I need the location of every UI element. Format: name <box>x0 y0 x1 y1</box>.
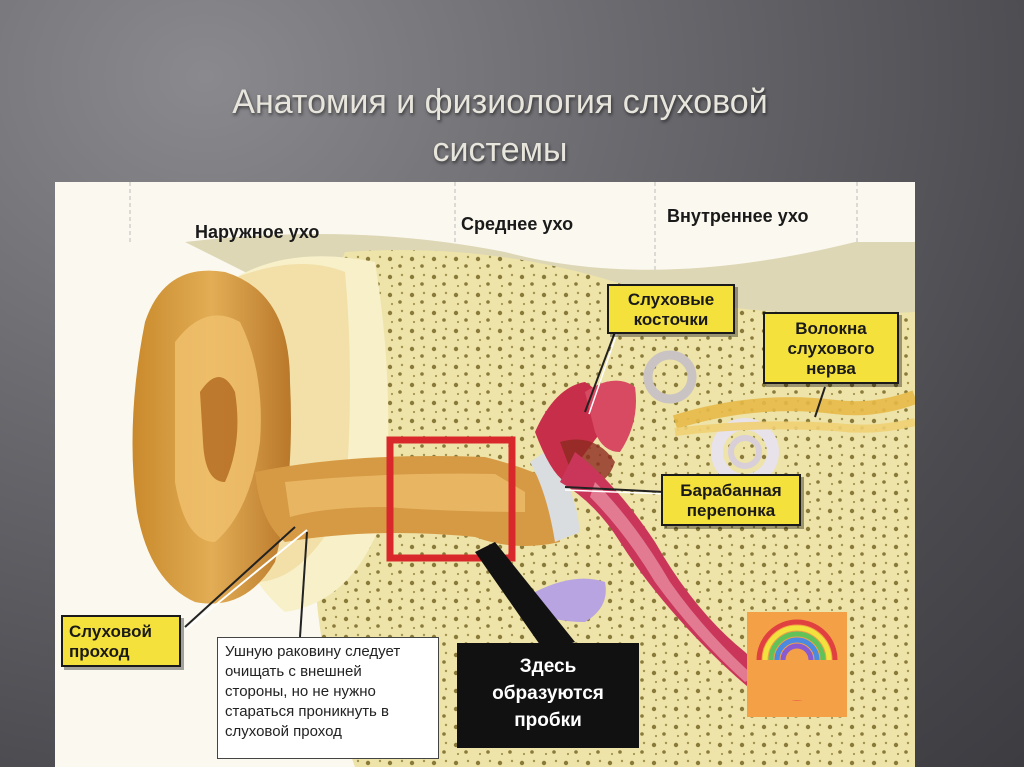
note-line3: стороны, но не нужно <box>225 683 376 700</box>
callout-line3: пробки <box>514 710 582 731</box>
ear-anatomy-figure: Наружное ухо Среднее ухо Внутреннее ухо … <box>55 182 915 767</box>
highlight-box <box>386 436 516 562</box>
note-line2: очищать с внешней <box>225 663 362 680</box>
ossicles-label: Слуховые косточки <box>607 284 735 334</box>
eardrum-label-line1: Барабанная <box>680 481 782 500</box>
ossicles-label-line2: косточки <box>633 310 709 329</box>
ear-canal-label: Слуховой проход <box>61 615 181 667</box>
slide-title: Анатомия и физиология слуховой системы <box>160 78 840 174</box>
inner-ear-heading: Внутреннее ухо <box>667 206 809 226</box>
slide-title-line2: системы <box>432 131 568 169</box>
eardrum-label: Барабанная перепонка <box>661 474 801 526</box>
nerve-label-line2: слухового <box>787 339 875 358</box>
outer-ear-heading: Наружное ухо <box>195 222 320 242</box>
middle-ear-heading: Среднее ухо <box>461 214 574 234</box>
slide-title-line1: Анатомия и физиология слуховой <box>232 83 768 121</box>
callout-line2: образуются <box>492 683 604 704</box>
nerve-fibres-label: Волокна слухового нерва <box>763 312 899 384</box>
nerve-label-line1: Волокна <box>795 319 867 338</box>
nerve-label-line3: нерва <box>806 359 856 378</box>
callout-line1: Здесь <box>519 656 577 677</box>
canal-label-line2: проход <box>69 642 130 661</box>
note-line1: Ушную раковину следует <box>225 643 401 660</box>
eardrum-label-line2: перепонка <box>686 501 776 520</box>
ossicles-label-line1: Слуховые <box>627 290 715 309</box>
cleaning-advice-note: Ушную раковину следует очищать с внешней… <box>217 637 439 759</box>
earwax-plugs-callout: Здесь образуются пробки <box>457 643 639 748</box>
note-line5: слуховой проход <box>225 723 342 740</box>
canal-label-line1: Слуховой <box>69 622 152 641</box>
note-line4: стараться проникнуть в <box>225 703 390 720</box>
